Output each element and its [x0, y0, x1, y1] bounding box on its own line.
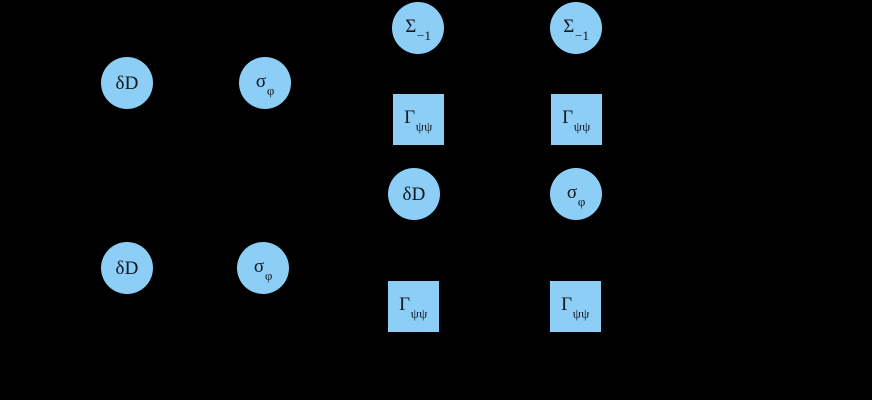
node-label-base: Σ: [563, 16, 575, 38]
node-label-base: Γ: [399, 294, 411, 316]
node-label-base: Γ: [562, 107, 574, 129]
node-label: δD: [402, 185, 425, 204]
node-gamma-psipsi-col4-bottom[interactable]: Γψψ: [549, 280, 601, 332]
node-gamma-psipsi-col4-top[interactable]: Γψψ: [550, 93, 602, 145]
node-label-subscript: φ: [264, 267, 273, 283]
node-label-base: Γ: [404, 107, 416, 129]
node-label: δD: [115, 74, 138, 93]
node-sigma-phi-bottom-left[interactable]: σφ: [237, 242, 289, 294]
node-label: Σ−1: [405, 16, 431, 42]
node-label-base: δD: [402, 183, 426, 205]
node-label: Γψψ: [561, 294, 589, 320]
node-label-subscript: −1: [417, 27, 432, 43]
node-label: Γψψ: [399, 294, 427, 320]
node-sigma-minus1-col4[interactable]: Σ−1: [550, 2, 602, 54]
node-sigma-minus1-col3[interactable]: Σ−1: [392, 2, 444, 54]
node-dd-bottom-left[interactable]: δD: [101, 242, 153, 294]
node-label: δD: [115, 259, 138, 278]
node-label-base: Γ: [561, 294, 573, 316]
node-label-subscript: ψψ: [573, 118, 591, 134]
node-label-base: σ: [566, 182, 578, 204]
node-label-subscript: φ: [266, 82, 275, 98]
node-label-base: δD: [115, 257, 139, 279]
node-label: σφ: [253, 256, 272, 282]
node-label: Σ−1: [563, 16, 589, 42]
node-label: Γψψ: [404, 107, 432, 133]
node-label: σφ: [566, 182, 585, 208]
node-gamma-psipsi-col3-top[interactable]: Γψψ: [392, 93, 444, 145]
node-label: σφ: [255, 71, 274, 97]
node-label-subscript: ψψ: [410, 305, 428, 321]
node-label-base: δD: [115, 72, 139, 94]
node-label-subscript: ψψ: [415, 118, 433, 134]
node-label-base: σ: [253, 256, 265, 278]
node-label-subscript: φ: [577, 193, 586, 209]
node-label: Γψψ: [562, 107, 590, 133]
node-label-subscript: ψψ: [572, 305, 590, 321]
node-label-subscript: −1: [575, 27, 590, 43]
node-label-base: Σ: [405, 16, 417, 38]
node-sigma-phi-top-left[interactable]: σφ: [239, 57, 291, 109]
node-gamma-psipsi-col3-bottom[interactable]: Γψψ: [387, 280, 439, 332]
node-sigma-phi-col4-mid[interactable]: σφ: [550, 168, 602, 220]
node-dd-col3-mid[interactable]: δD: [388, 168, 440, 220]
node-dd-top-left[interactable]: δD: [101, 57, 153, 109]
node-label-base: σ: [255, 71, 267, 93]
